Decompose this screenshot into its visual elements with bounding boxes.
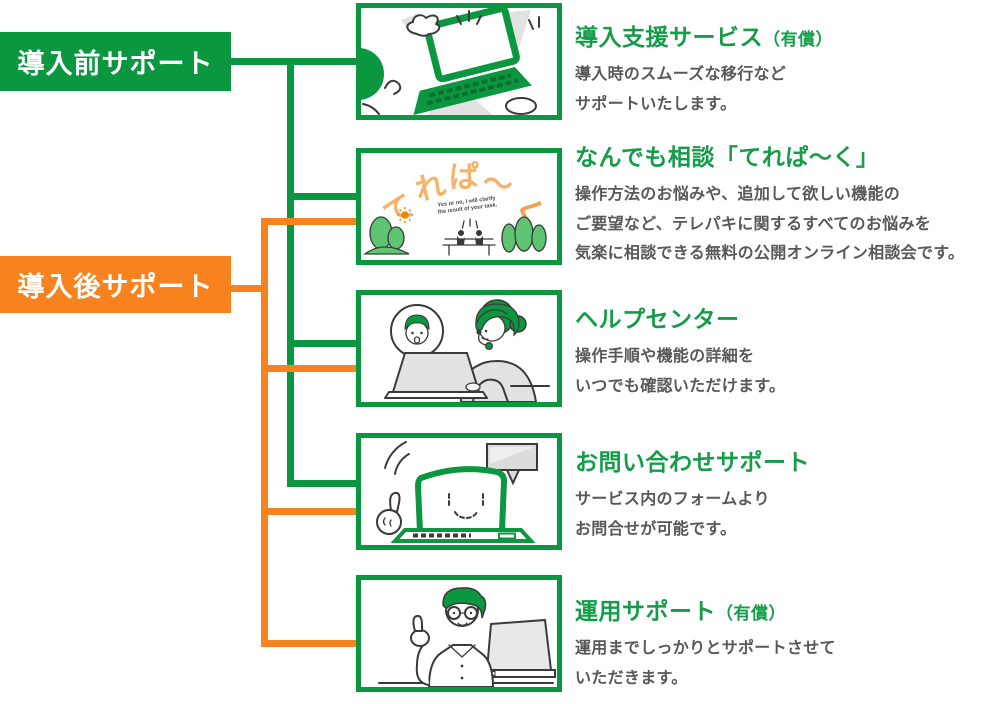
sun-icon	[397, 207, 413, 223]
service-title: ヘルプセンター	[575, 306, 740, 332]
post-support-label-text: 導入後サポート	[17, 272, 214, 302]
service-description: 操作方法のお悩みや、追加して欲しい機能の ご要望など、テレパキに関するすべてのお…	[575, 186, 965, 262]
connector-orange-branch-operation	[261, 640, 356, 647]
connector-orange-branch-consultation	[261, 218, 356, 225]
bench-people	[442, 218, 496, 256]
contact-image-frame	[356, 433, 562, 550]
laptop-handover-illustration	[361, 8, 540, 115]
paid-suffix: （有償）	[763, 30, 833, 49]
service-row-operation: 運用サポート（有償） 運用までしっかりとサポートさせて いただきます。	[356, 575, 984, 692]
connector-green-branch-contact	[287, 480, 356, 487]
service-row-intro-support: 導入支援サービス（有償） 導入時のスムーズな移行など サポートいたします。	[356, 3, 984, 120]
service-title: 導入支援サービス（有償）	[575, 24, 833, 50]
trees-left	[363, 216, 410, 255]
friendly-pc-illustration	[376, 441, 538, 544]
svg-text:ぱ: ぱ	[449, 161, 479, 194]
pre-support-label: 導入前サポート	[0, 32, 231, 91]
connector-orange-branch-helpcenter	[261, 365, 356, 372]
pre-support-label-text: 導入前サポート	[17, 49, 214, 79]
intro-support-image-frame	[356, 3, 562, 120]
service-description: 導入時のスムーズな移行など サポートいたします。	[575, 66, 787, 113]
service-title: なんでも相談「てれぱ～く」	[575, 144, 880, 170]
telepark-illustration: て れ ぱ ～ く Yes or no, I will clarify the …	[363, 161, 552, 256]
connector-green-branch-helpcenter	[287, 340, 356, 347]
connector-orange-trunk	[261, 218, 268, 647]
service-title: 運用サポート（有償）	[575, 598, 786, 624]
service-description: 運用までしっかりとサポートさせて いただきます。	[575, 640, 836, 687]
service-row-consultation: て れ ぱ ～ く Yes or no, I will clarify the …	[356, 144, 984, 265]
trees-right	[501, 216, 547, 253]
service-title: お問い合わせサポート	[575, 449, 810, 475]
connector-orange-label	[231, 285, 268, 292]
service-description: サービス内のフォームより お問合せが可能です。	[575, 491, 770, 538]
svg-text:～: ～	[480, 166, 515, 204]
connector-green-branch-consultation	[287, 193, 356, 200]
connector-green-trunk	[287, 58, 294, 487]
service-description: 操作手順や機能の詳細を いつでも確認いただけます。	[575, 348, 786, 395]
consultation-image-frame: て れ ぱ ～ く Yes or no, I will clarify the …	[356, 148, 562, 265]
helpcenter-image-frame	[356, 290, 562, 407]
service-row-contact: お問い合わせサポート サービス内のフォームより お問合せが可能です。	[356, 433, 984, 550]
connector-orange-branch-contact	[261, 508, 356, 515]
post-support-label: 導入後サポート	[0, 256, 231, 313]
service-row-helpcenter: ヘルプセンター 操作手順や機能の詳細を いつでも確認いただけます。	[356, 290, 984, 407]
support-staff-illustration	[378, 587, 556, 687]
operator-illustration	[384, 299, 550, 402]
paid-suffix: （有償）	[716, 604, 786, 623]
operation-image-frame	[356, 575, 562, 692]
